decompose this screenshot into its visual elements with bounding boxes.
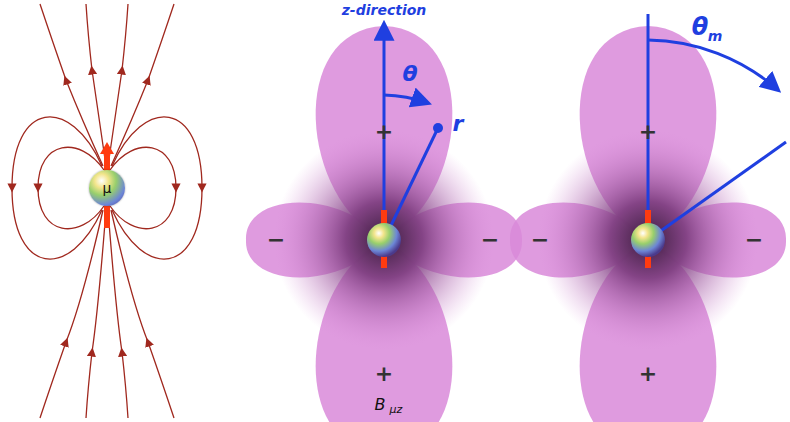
sign-minus: − [531,229,549,251]
radius-label: r [453,113,464,135]
sign-minus: − [481,229,499,251]
angle-symbol: θ [692,15,709,39]
sign-plus: + [639,121,657,143]
angle-subscript: m [708,29,723,43]
angle-symbol: θ [402,63,417,85]
sign-plus: + [375,121,393,143]
axis-label: z-direction [342,3,427,17]
field-subscript: μz [390,404,403,415]
sign-minus: − [745,229,763,251]
sign-plus: + [639,363,657,385]
moment-symbol: μ [103,180,112,196]
magnetic-moment-sphere: μ [89,170,125,206]
sign-minus: − [267,229,285,251]
sign-plus: + [375,363,393,385]
field-symbol: B [375,397,386,413]
